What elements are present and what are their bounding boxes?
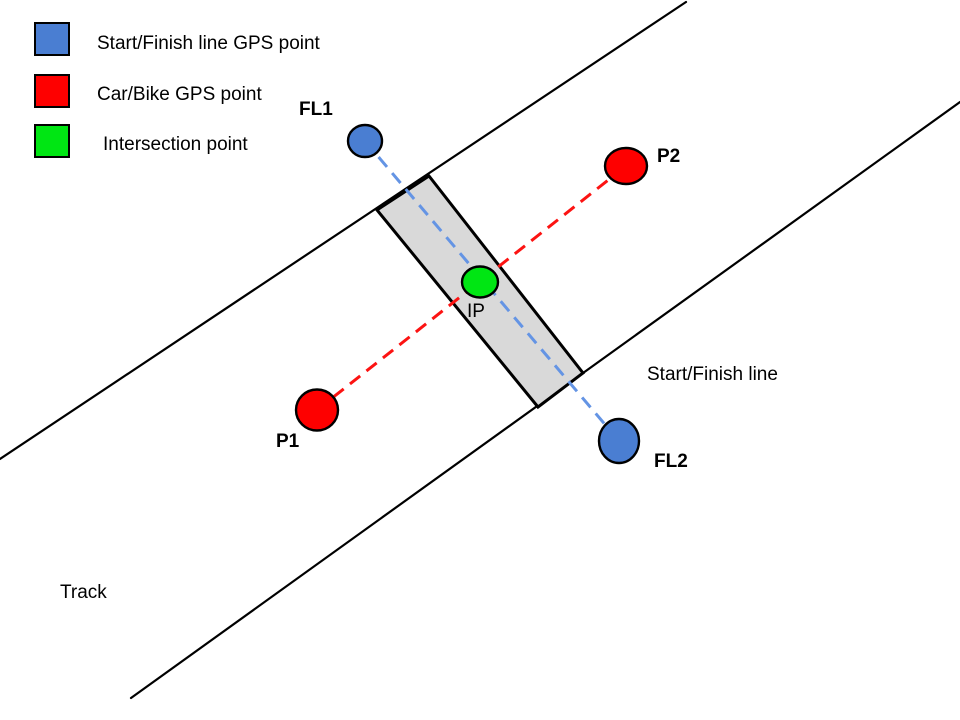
legend-label-start-finish-point: Start/Finish line GPS point	[97, 33, 321, 54]
label-fl2: FL2	[654, 451, 688, 472]
legend-swatch-start-finish-point	[34, 22, 70, 56]
label-p2: P2	[657, 146, 680, 167]
label-p1: P1	[276, 431, 300, 452]
track-edge-upper	[0, 0, 688, 461]
legend-label-intersection-point: Intersection point	[103, 134, 248, 155]
legend-label-car-bike-point: Car/Bike GPS point	[97, 84, 262, 105]
legend-swatch-car-bike-point	[34, 74, 70, 108]
legend: Start/Finish line GPS point Car/Bike GPS…	[34, 22, 321, 158]
point-fl2	[597, 417, 641, 465]
point-p1	[294, 388, 340, 432]
point-intersection	[460, 265, 500, 299]
legend-swatch-intersection-point	[34, 124, 70, 158]
point-fl1	[346, 123, 384, 159]
label-track: Track	[60, 582, 107, 603]
label-fl1: FL1	[299, 99, 333, 120]
label-intersection-point: IP	[467, 301, 485, 322]
label-start-finish-line: Start/Finish line	[647, 364, 778, 385]
point-p2	[603, 146, 649, 186]
